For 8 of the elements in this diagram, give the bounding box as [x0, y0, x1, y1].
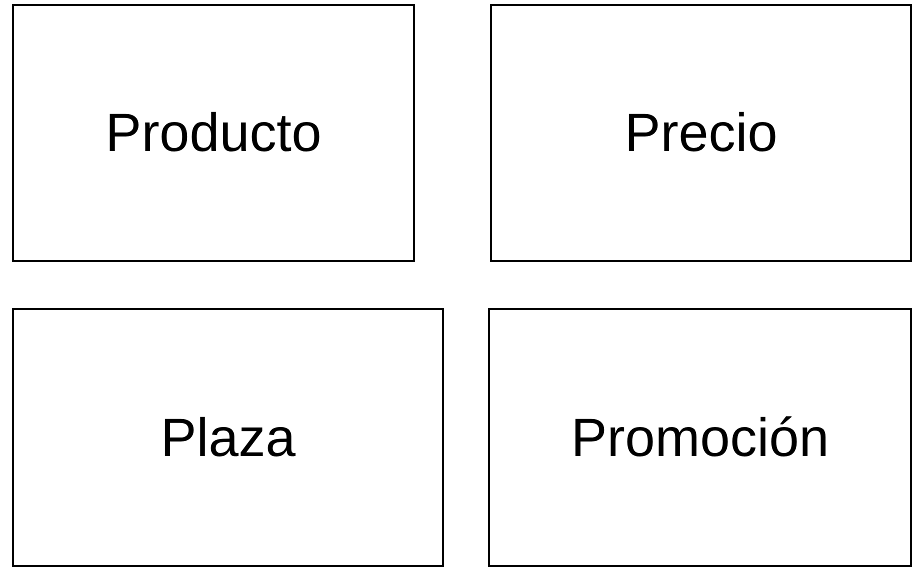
- text-box: [488, 308, 912, 567]
- text-box: [12, 308, 444, 567]
- text-box: [12, 4, 415, 262]
- box-label: Promoción: [570, 406, 830, 468]
- box-label: Producto: [105, 102, 322, 164]
- box-label: Precio: [624, 102, 778, 164]
- box-label: Plaza: [160, 406, 296, 468]
- text-box: [490, 4, 912, 262]
